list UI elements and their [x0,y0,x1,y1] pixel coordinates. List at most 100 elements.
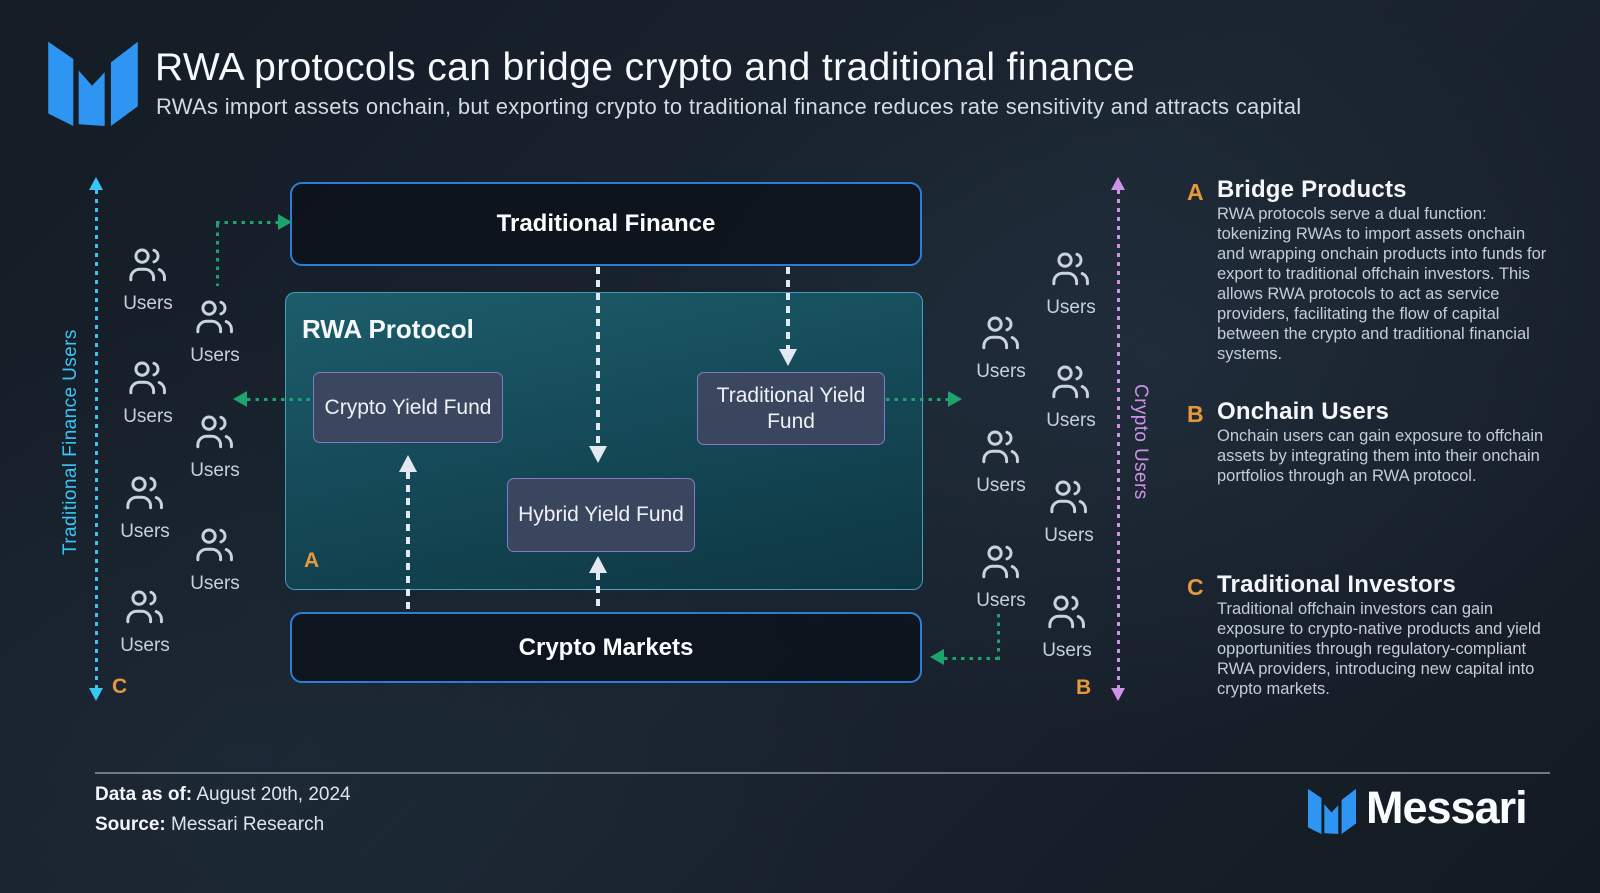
users-icon [1052,365,1089,399]
data-as-of: Data as of: August 20th, 2024 [95,784,351,806]
user-group: Users [112,244,184,315]
legend-b-marker: B [1187,401,1204,427]
marker-c: C [112,675,128,698]
users-label: Users [190,460,240,481]
arrow-cm-to-hybrid-line [596,573,600,612]
users-icon [126,590,163,624]
left-axis-line [95,190,98,688]
arrow-traditional-yield-to-users-head-icon [948,391,962,407]
crypto-markets-box: Crypto Markets [290,612,922,683]
rwa-protocol-label: RWA Protocol [302,314,474,344]
users-label: Users [120,635,170,656]
arrow-crypto-yield-to-users-head-icon [233,391,247,407]
arrow-cm-to-crypto-yield-line [406,472,410,612]
users-icon [196,528,233,562]
right-axis-bottom-arrow-icon [1111,688,1125,701]
users-icon [982,316,1019,350]
users-label: Users [190,345,240,366]
source-label: Source: [95,814,166,835]
arrow-users-to-tf-head-icon [278,214,292,230]
legend-b-title: Onchain Users [1217,398,1389,425]
source-value: Messari Research [171,814,325,835]
crypto-yield-fund-box: Crypto Yield Fund [313,372,503,443]
messari-logo-icon [48,41,138,126]
legend-a-body: RWA protocols serve a dual function: tok… [1217,205,1547,363]
arrow-cm-to-crypto-yield-head-icon [399,455,417,472]
user-group: Users [1035,361,1107,432]
arrow-tf-to-hybrid-line [596,267,600,447]
legend-c-marker: C [1187,574,1204,600]
arrow-users-to-tf-hline [216,221,278,224]
users-label: Users [190,573,240,594]
arrow-users-to-tf-vline [216,224,219,286]
user-group: Users [109,586,181,657]
page-title: RWA protocols can bridge crypto and trad… [155,46,1136,89]
marker-a: A [304,549,320,572]
legend-c-body: Traditional offchain investors can gain … [1217,600,1541,698]
right-axis-line [1117,190,1120,688]
legend-c-title: Traditional Investors [1217,571,1456,598]
users-icon [982,545,1019,579]
users-label: Users [1044,525,1094,546]
user-group: Users [179,296,251,367]
arrow-tf-to-traditional-yield-head-icon [779,349,797,366]
users-label: Users [123,406,173,427]
traditional-finance-label: Traditional Finance [496,210,716,237]
users-icon [196,415,233,449]
users-label: Users [976,475,1026,496]
user-group: Users [965,541,1037,612]
users-label: Users [123,293,173,314]
arrow-tf-to-hybrid-head-icon [589,446,607,463]
users-icon [1050,480,1087,514]
users-icon [1052,252,1089,286]
data-as-of-label: Data as of: [95,784,193,805]
messari-wordmark: Messari [1366,782,1528,833]
arrow-users-to-cm-hline [944,657,999,660]
data-as-of-value: August 20th, 2024 [196,784,351,805]
page-subtitle: RWAs import assets onchain, but exportin… [156,94,1302,119]
user-group: Users [1031,591,1103,662]
user-group: Users [1033,476,1105,547]
hybrid-yield-fund-box: Hybrid Yield Fund [507,478,695,552]
arrow-traditional-yield-to-users-line [886,398,948,401]
user-group: Users [1035,248,1107,319]
marker-b: B [1076,676,1092,699]
arrow-cm-to-hybrid-head-icon [589,556,607,573]
users-label: Users [976,361,1026,382]
arrow-crypto-yield-to-users-line [247,398,313,401]
messari-footer-logo-icon [1308,788,1356,835]
user-group: Users [179,524,251,595]
crypto-markets-label: Crypto Markets [518,633,694,661]
traditional-yield-fund-label: Traditional Yield Fund [716,383,866,433]
users-label: Users [1042,640,1092,661]
legend-a-title: Bridge Products [1217,176,1407,203]
crypto-yield-fund-label: Crypto Yield Fund [324,395,492,419]
legend-a-marker: A [1187,179,1204,205]
left-axis-label: Traditional Finance Users [60,329,81,555]
users-icon [129,361,166,395]
left-axis-bottom-arrow-icon [89,688,103,701]
hybrid-yield-fund-label: Hybrid Yield Fund [518,503,684,527]
user-group: Users [965,312,1037,383]
right-axis-label: Crypto Users [1130,384,1151,500]
users-icon [196,300,233,334]
users-label: Users [1046,410,1096,431]
users-icon [129,248,166,282]
source: Source: Messari Research [95,814,324,836]
user-group: Users [179,411,251,482]
users-label: Users [1046,297,1096,318]
legend-b-body: Onchain users can gain exposure to offch… [1217,427,1544,485]
users-icon [126,476,163,510]
users-icon [982,430,1019,464]
footer-divider [95,772,1550,774]
arrow-tf-to-traditional-yield-line [786,267,790,349]
traditional-yield-fund-box: Traditional Yield Fund [697,372,885,445]
right-axis-top-arrow-icon [1111,177,1125,190]
arrow-users-to-cm-head-icon [930,649,944,665]
user-group: Users [965,426,1037,497]
left-axis-top-arrow-icon [89,177,103,190]
users-label: Users [120,521,170,542]
user-group: Users [109,472,181,543]
users-icon [1048,595,1085,629]
